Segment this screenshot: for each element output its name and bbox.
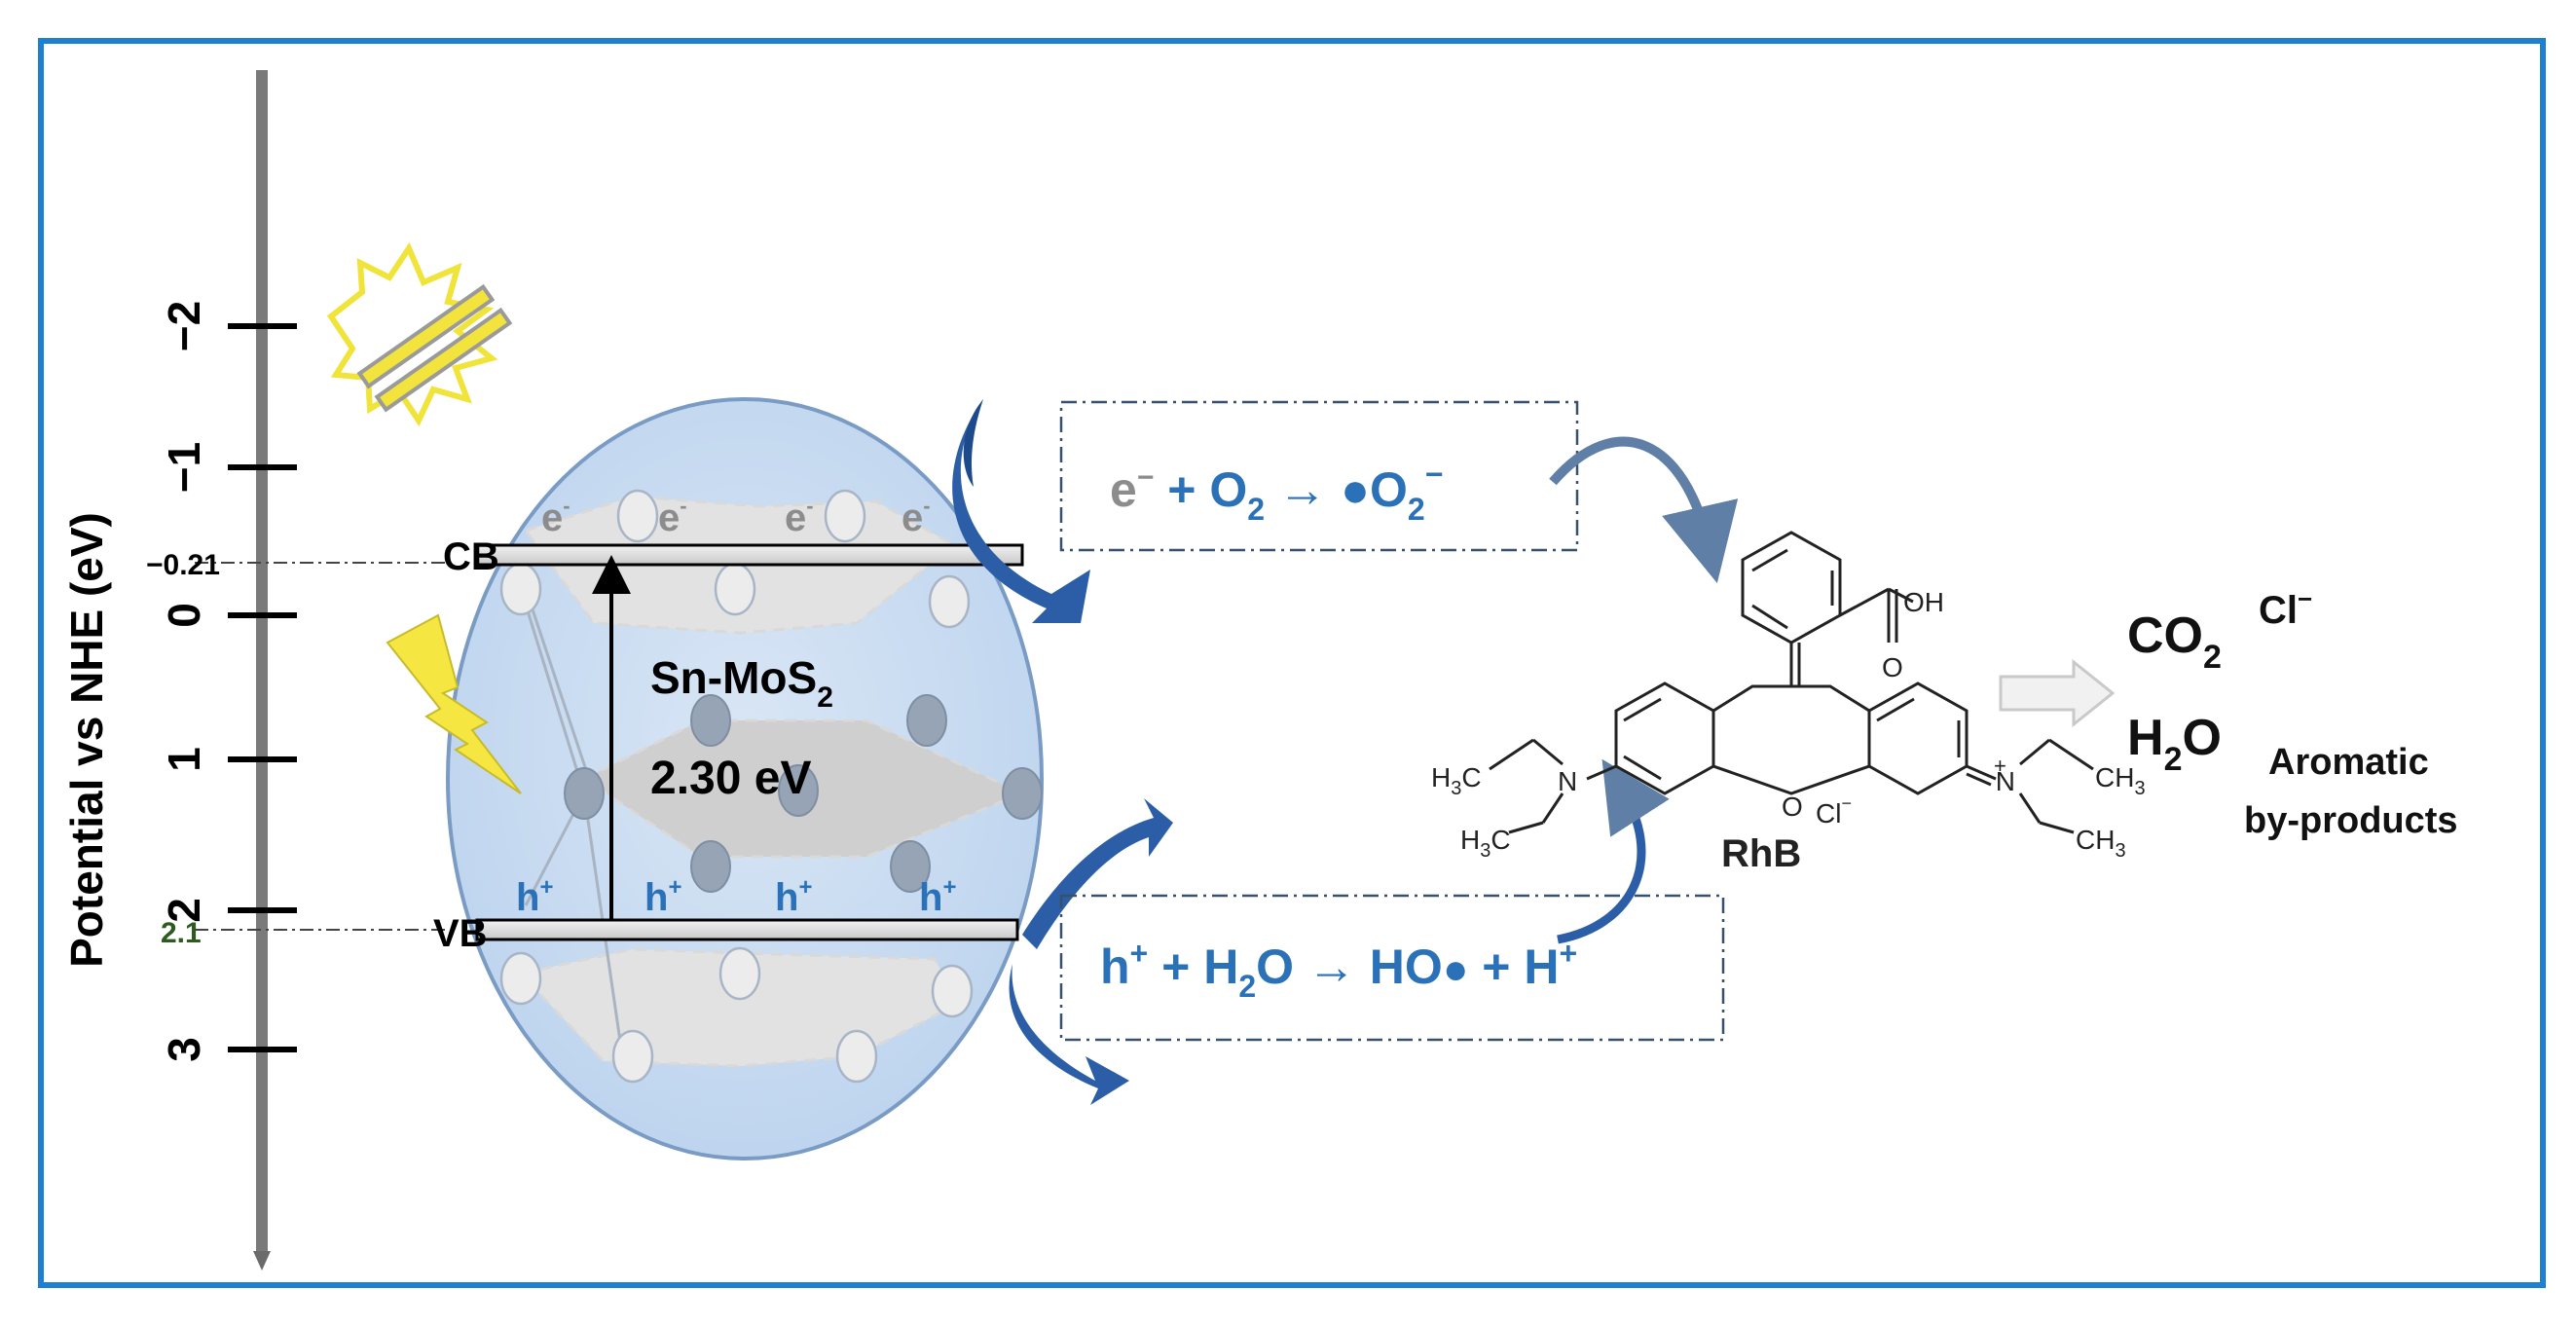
atom-oh: OH bbox=[1903, 587, 1944, 617]
rhodamine-b-structure bbox=[1489, 531, 2094, 834]
product-aromatic: Aromatic bbox=[2268, 742, 2429, 783]
atom-ch3-top: CH3 bbox=[2095, 762, 2146, 799]
electrons-row: e- e- e- e- bbox=[541, 494, 931, 539]
superoxide-reaction: e− + O2 → ●O2− bbox=[1110, 457, 1443, 527]
cb-label: CB bbox=[443, 535, 499, 578]
atom-ch3-bot: CH3 bbox=[2076, 825, 2126, 862]
electron-1: e- bbox=[541, 494, 570, 539]
hole-4: h+ bbox=[919, 874, 956, 919]
vb-label: VB bbox=[433, 912, 488, 955]
product-byproducts: by-products bbox=[2244, 800, 2458, 841]
atom-n-right: N+ bbox=[1994, 754, 2015, 796]
tick-label-3: 3 bbox=[159, 1037, 209, 1062]
hole-1: h+ bbox=[516, 874, 553, 919]
lightning-icon bbox=[386, 613, 522, 794]
electron-3: e- bbox=[785, 494, 814, 539]
hydroxyl-attack-arrow bbox=[1557, 758, 1670, 944]
vb-value-label: 2.1 bbox=[161, 917, 202, 949]
vb-transfer-arrow-icon bbox=[1009, 798, 1173, 1105]
rhodamine-b-atoms: OH O O N N+ H3C H3C CH3 CH3 Cl− bbox=[1431, 587, 2146, 862]
atom-h3c-top: H3C bbox=[1431, 762, 1482, 799]
holes-row: h+ h+ h+ h+ bbox=[516, 874, 956, 919]
conduction-band-bar bbox=[475, 543, 1024, 567]
atom-o-ring: O bbox=[1782, 792, 1803, 822]
superoxide-attack-arrow bbox=[1549, 436, 1739, 584]
potential-axis: −2 −1 0 1 2 3 Potential vs NHE (eV) bbox=[61, 70, 297, 1271]
tick-label-0: 0 bbox=[159, 603, 209, 628]
atom-h3c-bot: H3C bbox=[1460, 825, 1511, 862]
tick-label-1: 1 bbox=[159, 747, 209, 772]
hole-2: h+ bbox=[644, 874, 681, 919]
axis-ticks bbox=[228, 323, 297, 1052]
product-chloride: Cl− bbox=[2259, 584, 2312, 632]
product-co2: CO2 bbox=[2127, 608, 2222, 676]
cb-transfer-arrow-icon bbox=[952, 399, 1090, 623]
cb-value-label: −0.21 bbox=[146, 549, 220, 581]
hydroxyl-reaction: h+ + H2O → HO● + H+ bbox=[1100, 936, 1577, 1004]
electron-4: e- bbox=[902, 494, 931, 539]
lattice-atoms-light bbox=[499, 489, 974, 1084]
product-h2o: H2O bbox=[2127, 710, 2222, 778]
hydroxyl-reaction-box bbox=[1059, 894, 1725, 1042]
products: CO2 Cl− H2O Aromatic by-products bbox=[2127, 584, 2458, 841]
band-gap-value: 2.30 eV bbox=[650, 753, 811, 804]
atom-cl: Cl− bbox=[1816, 793, 1852, 829]
atom-o-carbonyl: O bbox=[1882, 652, 1903, 682]
material-name: Sn-MoS2 bbox=[650, 652, 833, 714]
tick-label-2: 2 bbox=[159, 898, 209, 923]
molecule-name: RhB bbox=[1721, 832, 1801, 875]
electron-2: e- bbox=[658, 494, 687, 539]
product-arrow-icon bbox=[1999, 658, 2116, 728]
tick-label-minus1: −1 bbox=[159, 442, 209, 493]
valence-band-bar bbox=[475, 918, 1019, 941]
outer-frame bbox=[38, 38, 2546, 1288]
hole-3: h+ bbox=[775, 874, 812, 919]
light-source-icon bbox=[326, 241, 513, 427]
tick-label-minus2: −2 bbox=[159, 301, 209, 351]
axis-title: Potential vs NHE (eV) bbox=[61, 512, 112, 968]
lattice-atoms-dark bbox=[564, 694, 1043, 893]
atom-n-left: N bbox=[1558, 766, 1577, 796]
